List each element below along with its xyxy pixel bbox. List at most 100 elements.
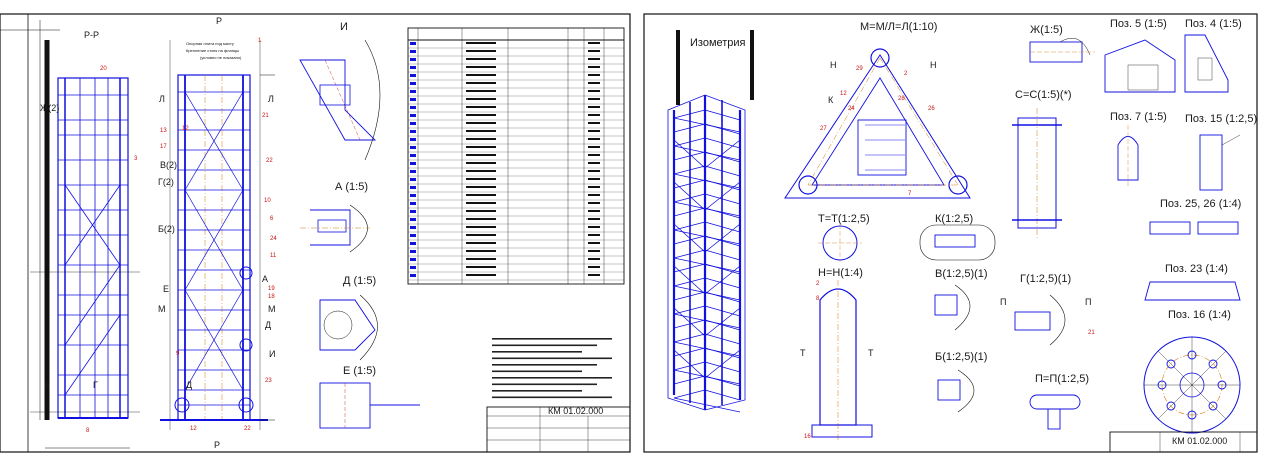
svg-text:2: 2 [904, 71, 908, 77]
svg-text:И: И [340, 21, 348, 33]
svg-text:М=М/Л=Л(1:10): М=М/Л=Л(1:10) [860, 21, 937, 33]
detail-a: А (1:5) [300, 181, 370, 253]
svg-text:Т=Т(1:2,5): Т=Т(1:2,5) [818, 213, 870, 225]
svg-text:19: 19 [268, 286, 275, 292]
detail-d: Д (1:5) [319, 275, 378, 361]
view-pos23: Поз. 23 (1:4) [1144, 263, 1241, 301]
svg-text:8: 8 [86, 428, 90, 434]
svg-text:А (1:5): А (1:5) [335, 181, 368, 193]
svg-text:Поз. 5 (1:5): Поз. 5 (1:5) [1110, 18, 1167, 30]
svg-text:16: 16 [804, 434, 811, 440]
svg-text:Е (1:5): Е (1:5) [343, 365, 376, 377]
plan-view-main: М=М/Л=Л(1:10) Н Н К [784, 21, 971, 199]
view-tt: Т=Т(1:2,5) [818, 213, 870, 262]
sheet-1-code: КМ 01.02.000 [548, 406, 603, 416]
sheet-2-frame [643, 13, 1258, 453]
section-label-pp: Р-Р [84, 30, 99, 40]
view-pos4: Поз. 4 (1:5) [1184, 18, 1242, 93]
title-block-2: КМ 01.02.000 [1109, 431, 1258, 453]
svg-text:26: 26 [928, 106, 935, 112]
isometric-tower [667, 30, 754, 413]
detail-e: Е (1:5) [319, 365, 420, 429]
view-k: К(1:2,5) [919, 213, 996, 261]
marker-l-left: Л [159, 94, 165, 104]
view-g: Г(1:2,5)(1) П П [1000, 273, 1091, 346]
marker-b-left: Б [44, 380, 50, 390]
svg-text:Опорная плита под мачту: Опорная плита под мачту [186, 41, 234, 46]
svg-text:21: 21 [262, 113, 269, 119]
svg-text:Н: Н [930, 60, 937, 70]
marker-d-right: Д [265, 320, 271, 330]
svg-text:23: 23 [265, 378, 272, 384]
marker-g: Г(2) [158, 177, 174, 187]
svg-text:П=П(1:2,5): П=П(1:2,5) [1035, 373, 1089, 385]
technical-notes [492, 338, 612, 399]
svg-text:9: 9 [176, 351, 180, 357]
marker-g-left: Г [93, 380, 98, 390]
svg-text:Н=Н(1:4): Н=Н(1:4) [818, 267, 863, 279]
marker-e: Е [163, 284, 169, 294]
sheet-1: Опорная плита под мачту Крепление стоек … [0, 13, 631, 453]
svg-text:1: 1 [258, 38, 262, 44]
title-block-1: КМ 01.02.000 [486, 406, 631, 453]
svg-text:(условно не показано): (условно не показано) [200, 55, 242, 60]
svg-text:Н: Н [830, 60, 837, 70]
svg-text:Поз. 23 (1:4): Поз. 23 (1:4) [1165, 263, 1228, 275]
sheet-2-position-numbers: 29 2 12 26 27 24 28 7 2 8 16 21 [804, 66, 1095, 440]
marker-v: В(2) [160, 160, 177, 170]
svg-text:12: 12 [182, 126, 189, 132]
detail-i: И [299, 21, 381, 161]
svg-text:17: 17 [160, 144, 167, 150]
svg-text:22: 22 [244, 426, 251, 432]
svg-text:6: 6 [270, 216, 274, 222]
marker-a: А [262, 274, 268, 284]
marker-r-top: Р [216, 16, 222, 26]
view-pos16: Поз. 16 (1:4) [1143, 309, 1241, 434]
marker-zh: Ж(2) [40, 103, 59, 113]
svg-text:11: 11 [270, 253, 277, 259]
svg-text:13: 13 [160, 128, 167, 134]
svg-text:П: П [1000, 297, 1006, 307]
svg-text:Поз. 15 (1:2,5): Поз. 15 (1:2,5) [1185, 113, 1257, 125]
svg-text:В(1:2,5)(1): В(1:2,5)(1) [935, 268, 988, 280]
view-b: Б(1:2,5)(1) [935, 351, 987, 413]
view-v: В(1:2,5)(1) [934, 268, 988, 331]
marker-b: Б(2) [158, 224, 175, 234]
svg-text:К: К [828, 95, 834, 105]
isometry-title: Изометрия [690, 37, 746, 49]
view-zh: Ж(1:5) [1029, 24, 1095, 63]
svg-text:28: 28 [898, 96, 905, 102]
svg-text:29: 29 [856, 66, 863, 72]
svg-text:К(1:2,5): К(1:2,5) [935, 213, 973, 225]
svg-text:12: 12 [840, 91, 847, 97]
svg-text:Б(1:2,5)(1): Б(1:2,5)(1) [935, 351, 987, 363]
svg-text:Г(1:2,5)(1): Г(1:2,5)(1) [1020, 273, 1071, 285]
marker-i: И [269, 349, 275, 359]
svg-text:Поз. 16 (1:4): Поз. 16 (1:4) [1168, 309, 1231, 321]
svg-text:24: 24 [270, 236, 277, 242]
marker-d-bottom: Д [186, 380, 192, 390]
svg-text:Т: Т [800, 348, 806, 358]
svg-text:2: 2 [816, 281, 820, 287]
svg-text:Т: Т [868, 348, 874, 358]
marker-m-left: М [158, 304, 166, 314]
view-ss: С=С(1:5)(*) [1012, 89, 1072, 240]
view-nn: Н=Н(1:4) Т Т [800, 267, 874, 440]
elevation-left [30, 20, 140, 449]
view-pp: П=П(1:2,5) [1029, 373, 1089, 430]
svg-text:Крепление стоек на фланцы: Крепление стоек на фланцы [186, 48, 239, 53]
sheet-1-position-numbers: 20 3 8 12 22 1 9 17 22 6 11 18 19 21 23 … [86, 38, 277, 434]
svg-text:27: 27 [820, 126, 827, 132]
marker-m-right: М [268, 304, 276, 314]
svg-text:П: П [1085, 297, 1091, 307]
svg-text:8: 8 [816, 296, 820, 302]
marker-l-right: Л [268, 94, 274, 104]
elevation-middle: Опорная плита под мачту Крепление стоек … [160, 40, 275, 430]
specification-table [407, 27, 625, 285]
svg-text:12: 12 [190, 426, 197, 432]
view-pos2526: Поз. 25, 26 (1:4) [1149, 198, 1241, 235]
view-pos15: Поз. 15 (1:2,5) [1185, 113, 1257, 191]
svg-text:7: 7 [908, 191, 912, 197]
svg-text:Поз. 4 (1:5): Поз. 4 (1:5) [1185, 18, 1242, 30]
